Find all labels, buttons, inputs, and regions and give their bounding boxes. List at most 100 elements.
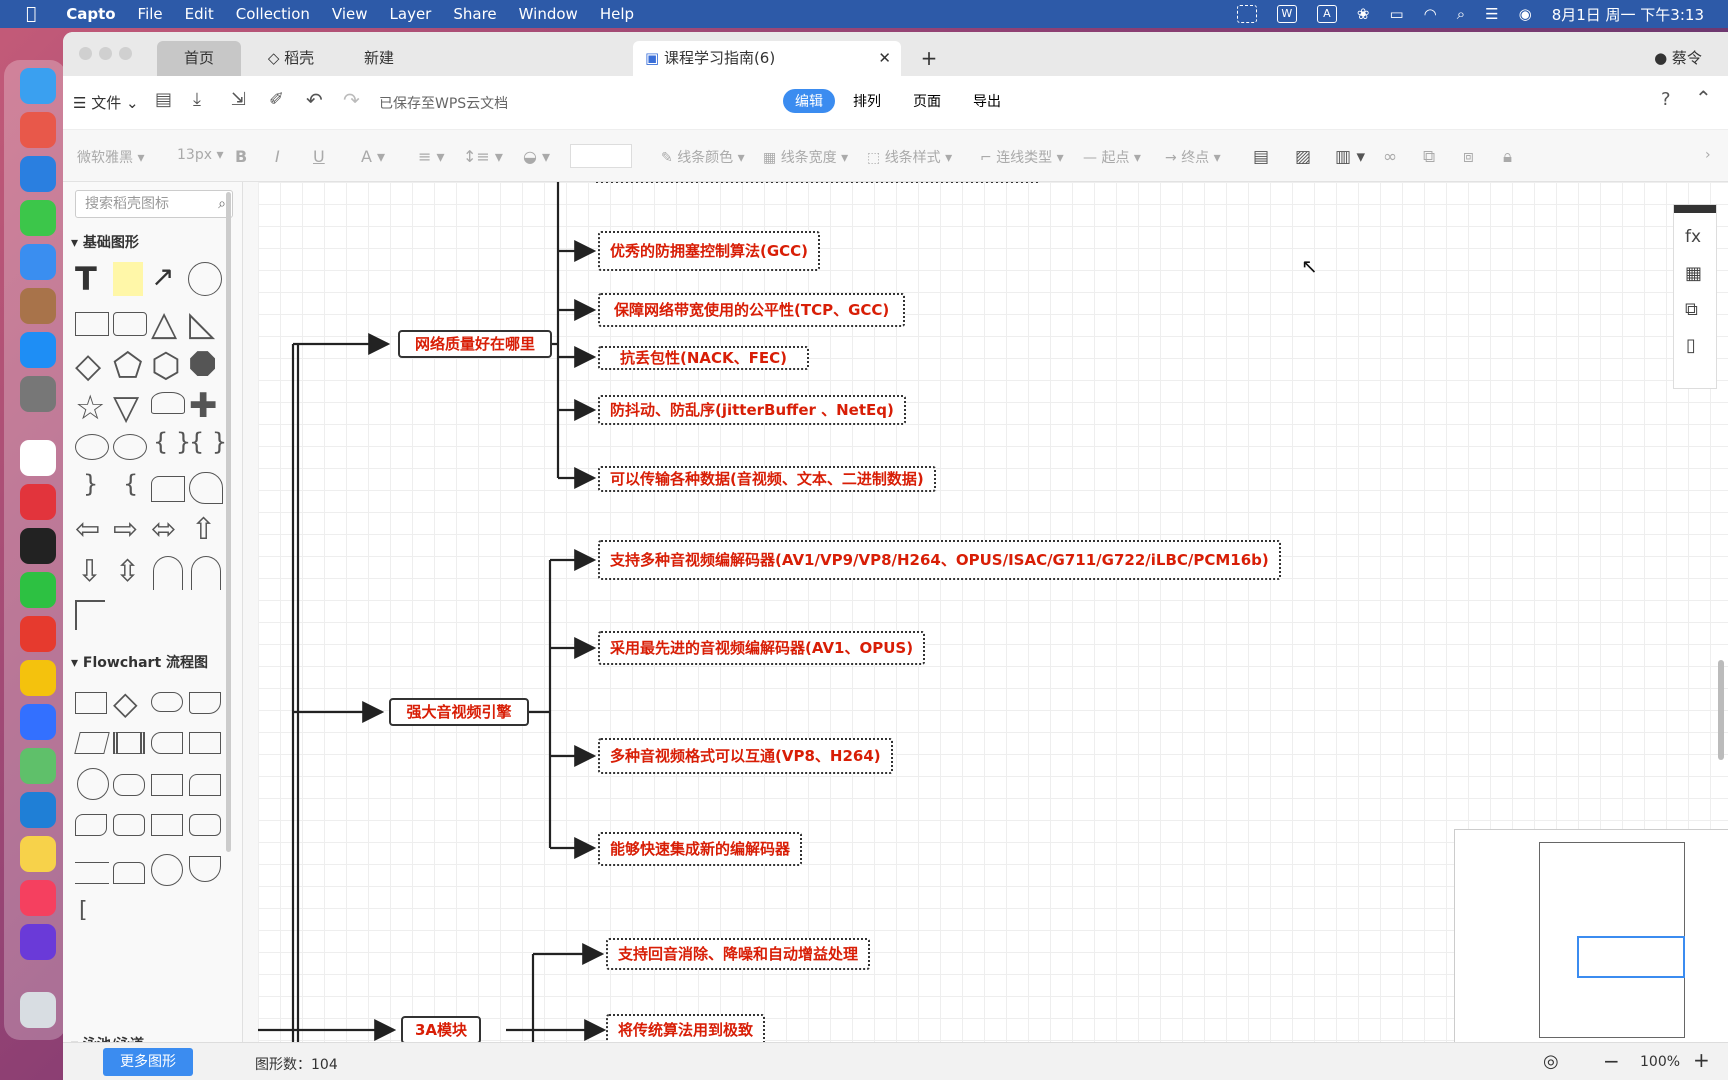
siri-icon[interactable]: ◉ [1518,5,1532,23]
circle-shape[interactable] [188,262,222,296]
itunes-icon[interactable] [20,880,56,916]
wps-dock-icon[interactable] [20,616,56,652]
leaf-data-types[interactable]: 可以传输各种数据(音视频、文本、二进制数据) [598,466,936,492]
menu-app-name[interactable]: Capto [56,5,115,23]
link-icon[interactable]: ∞ [1383,147,1398,167]
terminal-icon[interactable] [20,528,56,564]
redo-icon[interactable]: ↷ [343,88,360,112]
pages-icon[interactable]: ⧉ [1685,299,1698,320]
italic-button[interactable]: I [275,147,280,166]
clock[interactable]: 8月1日 周一 下午3:13 [1551,5,1704,24]
rounded-rect-shape[interactable] [113,312,147,336]
text-shape[interactable]: T [75,260,97,298]
layout-icon[interactable]: ▤ [1253,147,1270,167]
music-red-icon[interactable] [20,484,56,520]
leaf-packet-loss[interactable]: 抗丢包性(NACK、FEC) [598,346,810,370]
tape-flow-shape[interactable] [75,814,107,836]
add-tab-button[interactable]: + [920,46,938,70]
stored-data-shape[interactable] [151,732,183,754]
fill-color-icon[interactable]: ◒ ▾ [523,147,551,166]
diamond-shape[interactable]: ◇ [75,346,102,386]
leaf-integrate[interactable]: 能够快速集成新的编解码器 [598,832,803,866]
mail-icon[interactable] [20,244,56,280]
collapse-icon[interactable]: ⌃ [1695,86,1712,110]
image-icon[interactable]: ▨ [1295,147,1312,167]
annotation-shape[interactable] [75,862,109,884]
contacts-icon[interactable] [20,288,56,324]
close-window-button[interactable] [79,47,92,60]
chevron-right-icon[interactable]: › [1705,147,1711,163]
tab-daoke[interactable]: ◇ 稻壳 [251,41,331,76]
screenshot-icon[interactable] [1236,5,1257,23]
menu-layer[interactable]: Layer [379,5,432,23]
section-basic-shapes[interactable]: ▾ 基础图形 [71,235,139,251]
pentagon-shape[interactable]: ⬠ [113,346,143,386]
format-painter-icon[interactable]: ✐ [269,89,285,110]
tab-home[interactable]: 首页 [157,41,241,76]
corner-shape[interactable] [75,600,105,630]
align-icon[interactable]: ≡ ▾ [418,147,445,166]
node-3a-module[interactable]: 3A模块 [401,1016,481,1044]
manual-op-shape[interactable] [151,814,183,836]
line-spacing-icon[interactable]: ↕≡ ▾ [463,147,503,166]
download-icon[interactable]: ⤓ [193,89,201,110]
maps-icon[interactable] [20,748,56,784]
video-icon[interactable] [20,924,56,960]
app-store-icon[interactable] [20,332,56,368]
safari-icon[interactable] [20,156,56,192]
opacity-stepper[interactable] [570,144,632,168]
wifi-icon[interactable]: ◠ [1423,5,1437,23]
start-point-button[interactable]: — 起点 ▾ [1083,150,1141,166]
quarter-circle-shape[interactable] [189,472,223,504]
star-shape[interactable]: ☆ [75,388,106,428]
rectangle-shape[interactable] [75,312,109,336]
bracket-shape[interactable]: [ [79,898,88,923]
terminator-shape[interactable] [151,692,183,712]
sidebar-scrollbar[interactable] [226,192,231,852]
node-av-engine[interactable]: 强大音视频引擎 [389,698,529,726]
save-icon[interactable]: ▤ [155,89,173,110]
u-turn-2-shape[interactable] [191,556,221,590]
process-shape[interactable] [75,692,107,714]
battery-icon[interactable]: ▭ [1389,5,1404,23]
chrome-icon[interactable] [20,660,56,696]
minimize-window-button[interactable] [99,47,112,60]
system-preferences-icon[interactable] [20,376,56,412]
leaf-codecs[interactable]: 支持多种音视频编解码器(AV1/VP9/VP8/H264、OPUS/ISAC/G… [598,540,1281,580]
line-style-button[interactable]: ⬚ 线条样式 ▾ [867,150,953,166]
zoom-window-button[interactable] [119,47,132,60]
more-shapes-button[interactable]: 更多图形 [103,1048,193,1076]
calendar-icon[interactable]: ▦ [1685,263,1703,284]
bold-button[interactable]: B [235,147,248,166]
font-select[interactable]: 微软雅黑 ▾ [77,150,145,166]
launchpad-icon[interactable] [20,112,56,148]
control-center-icon[interactable]: ☰ [1485,5,1499,23]
lock-icon[interactable]: 🔒︎ [1503,147,1513,167]
underline-button[interactable]: U [313,147,325,166]
formula-icon[interactable]: fx [1685,227,1702,247]
off-page-shape[interactable] [189,856,221,882]
connector-shape[interactable] [77,768,109,800]
node-network-quality[interactable]: 网络质量好在哪里 [398,330,552,358]
left-arrow-shape[interactable]: ⇦ [75,512,101,547]
table-icon[interactable]: ▥ ▾ [1335,147,1365,167]
diagram-canvas[interactable]: 网络质量好在哪里 强大音视频引擎 3A模块 优秀的防拥塞控制算法(GCC) 保障… [258,182,1728,1062]
help-icon[interactable]: ? [1661,89,1671,110]
notes-icon[interactable] [20,836,56,872]
finder-icon[interactable] [20,68,56,104]
vscode-icon[interactable] [20,792,56,828]
hexagon-shape[interactable]: ⬡ [151,346,181,386]
predefined-shape[interactable] [113,732,145,754]
right-arrow-shape[interactable]: ⇨ [113,512,139,547]
menu-collection[interactable]: Collection [225,5,310,23]
menu-view[interactable]: View [321,5,368,23]
group-icon[interactable]: ⧉ [1423,147,1436,167]
leaf-gcc[interactable]: 优秀的防拥塞控制算法(GCC) [598,231,821,271]
end-point-button[interactable]: → 终点 ▾ [1165,150,1221,166]
minimap-viewport[interactable] [1577,936,1685,978]
mode-arrange[interactable]: 排列 [853,94,881,110]
card-shape[interactable] [189,774,221,796]
loop-limit-shape[interactable] [113,862,145,884]
close-tab-icon[interactable]: ✕ [878,49,891,67]
leaf-jitter[interactable]: 防抖动、防乱序(jitterBuffer 、NetEq) [598,395,906,425]
